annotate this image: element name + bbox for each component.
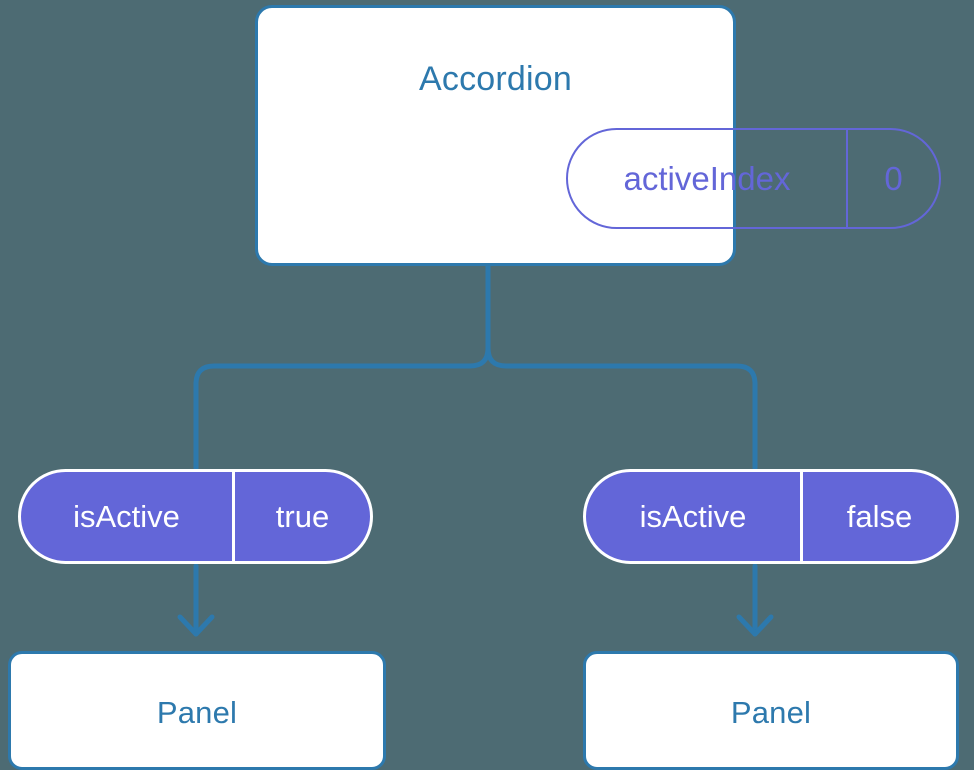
accordion-title: Accordion <box>419 60 572 98</box>
prop-value-label-left: true <box>232 472 370 561</box>
connector-root-to-right-prop <box>485 263 758 471</box>
prop-pill-is-active-true[interactable]: isActive true <box>18 469 373 564</box>
arrow-down-icon-right <box>736 563 774 637</box>
prop-value-label-right: false <box>800 472 956 561</box>
prop-key-label-left: isActive <box>73 498 180 534</box>
arrow-down-icon-left <box>177 563 215 637</box>
state-key-label: activeIndex <box>623 159 791 197</box>
component-node-panel-right[interactable]: Panel <box>583 651 959 770</box>
component-node-accordion[interactable]: Accordion activeIndex 0 <box>255 5 941 266</box>
state-value-label: 0 <box>846 130 939 227</box>
panel-right-title: Panel <box>730 695 812 730</box>
connector-root-to-left-prop <box>193 263 491 471</box>
state-pill-active-index[interactable]: activeIndex 0 <box>566 128 941 229</box>
panel-left-title: Panel <box>156 695 238 730</box>
prop-pill-is-active-false[interactable]: isActive false <box>583 469 959 564</box>
component-node-panel-left[interactable]: Panel <box>8 651 386 770</box>
prop-key-label-right: isActive <box>639 498 747 534</box>
